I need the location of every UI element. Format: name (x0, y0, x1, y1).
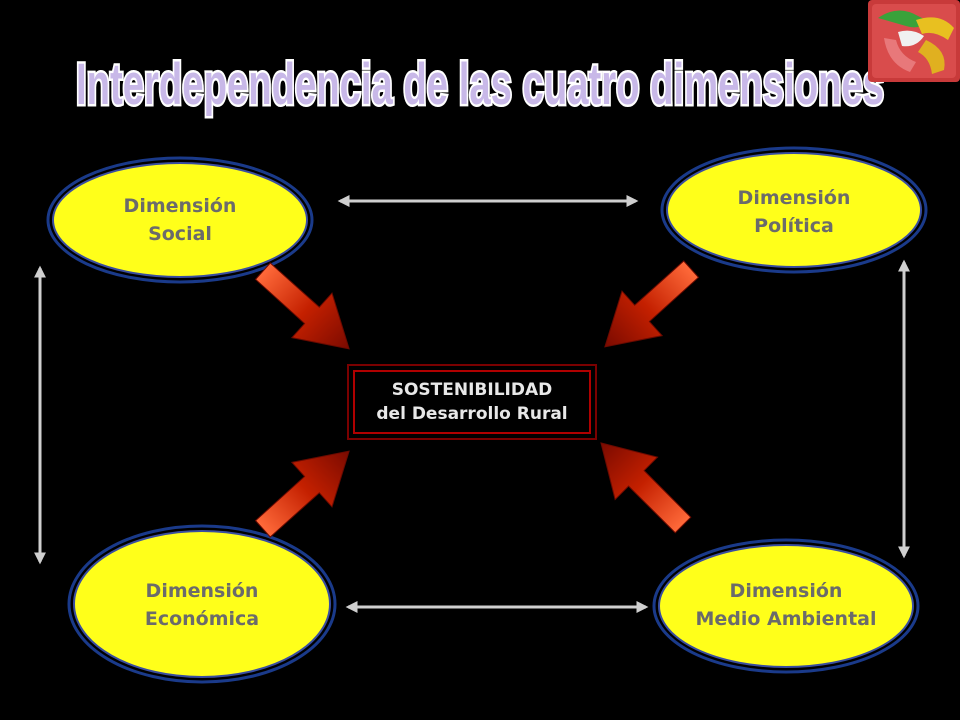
center-label-line1: SOSTENIBILIDAD (391, 380, 553, 400)
ellipse-dimension-social (46, 156, 314, 284)
label-line: Dimensión (145, 580, 259, 602)
label-line: Dimensión (729, 580, 843, 602)
label-line: Política (754, 215, 834, 237)
clasped-hands-logo-icon (868, 0, 960, 82)
label-line: Medio Ambiental (695, 608, 877, 630)
ellipse-dimension-economica (67, 524, 337, 684)
block-arrow-economica-to-center (254, 450, 350, 538)
label-line: Dimensión (737, 187, 851, 209)
center-box-inner: SOSTENIBILIDAD del Desarrollo Rural (353, 370, 591, 434)
ellipse-dimension-ambiental (652, 538, 920, 674)
block-arrow-ambiental-to-center (600, 442, 692, 534)
ellipse-dimension-politica (660, 146, 928, 274)
center-label-line2: del Desarrollo Rural (376, 404, 568, 424)
label-line: Dimensión (123, 195, 237, 217)
center-box-sostenibilidad: SOSTENIBILIDAD del Desarrollo Rural (347, 364, 597, 440)
label-line: Social (148, 223, 212, 245)
block-arrow-social-to-center (254, 262, 350, 350)
label-line: Económica (144, 608, 260, 630)
page-title: Interdependencia de las cuatro dimension… (76, 52, 884, 117)
slide-title-group: Interdependencia de las cuatro dimension… (74, 50, 887, 120)
label-dimension-economica: Dimensión Económica (92, 577, 312, 633)
label-dimension-ambiental: Dimensión Medio Ambiental (666, 577, 906, 633)
block-arrow-politica-to-center (604, 260, 700, 348)
label-dimension-social: Dimensión Social (80, 192, 280, 248)
label-dimension-politica: Dimensión Política (694, 184, 894, 240)
